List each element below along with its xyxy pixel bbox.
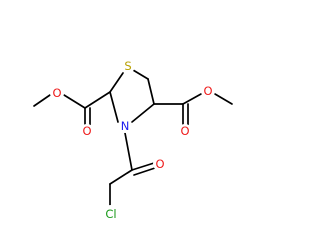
bond-n-cacyl (124, 132, 133, 171)
bond-o-ether-right-methyl (214, 93, 233, 105)
chlorine-atom: Cl (102, 205, 120, 223)
bond-c4-n (131, 103, 155, 123)
right-ether-oxygen-label: O (203, 84, 212, 98)
bonds (33, 69, 233, 208)
sulfur-atom: S (121, 59, 135, 73)
acyl-oxygen-label: O (155, 157, 164, 171)
molecule-drawing: S N O O O O (33, 59, 233, 223)
bond-c2-ccarb-left (84, 91, 111, 109)
bond-c5-c4 (147, 78, 155, 105)
bond-cacyl-o-double (133, 167, 156, 176)
atom-labels: S N O O O O (50, 59, 215, 223)
chlorine-label: Cl (105, 207, 116, 221)
bond-cacyl-o (131, 162, 155, 171)
bond-o-ether-left-methyl (33, 94, 51, 107)
nitrogen-atom: N (118, 119, 132, 133)
bond-ccarb-right-o-ether (182, 93, 202, 105)
sulfur-label: S (124, 59, 131, 73)
left-ether-oxygen-label: O (52, 86, 61, 100)
left-ether-oxygen-atom: O (50, 86, 64, 100)
structure-diagram: S N O O O O (33, 59, 233, 223)
right-carbonyl-oxygen-label: O (180, 124, 189, 138)
acyl-oxygen-atom: O (153, 157, 167, 171)
right-carbonyl-oxygen-atom: O (178, 124, 192, 138)
left-carbonyl-oxygen-atom: O (80, 124, 94, 138)
nitrogen-label: N (121, 119, 130, 133)
bond-n-c2 (109, 91, 119, 123)
bond-s-c2 (109, 72, 124, 93)
right-ether-oxygen-atom: O (201, 84, 215, 98)
bond-ccarb-left-o-ether (63, 94, 86, 109)
bond-cacyl-ch2 (109, 169, 133, 185)
left-carbonyl-oxygen-label: O (82, 124, 91, 138)
bond-s-c5 (132, 69, 149, 80)
